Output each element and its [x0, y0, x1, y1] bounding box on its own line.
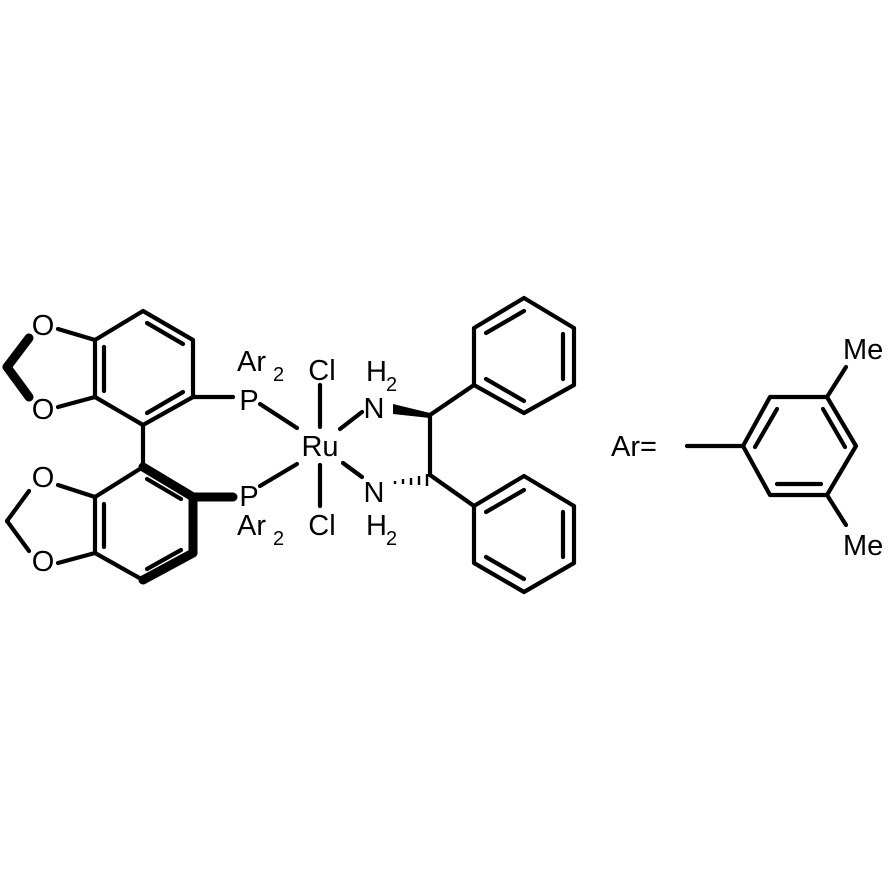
- phosphorus-label-bottom: P: [239, 481, 258, 513]
- phenyl-ring-bottom: [471, 473, 577, 595]
- oxygen-label: O: [32, 546, 55, 578]
- oxygen-label: O: [32, 394, 55, 426]
- methyl-label-bottom: Me: [843, 530, 883, 562]
- c-ph-bond: [427, 472, 477, 509]
- svg-text:2: 2: [386, 528, 397, 550]
- nitrogen-label-bottom: N: [364, 477, 385, 509]
- nitrogen-label-top: N: [364, 393, 385, 425]
- oxygen-label: O: [32, 310, 55, 342]
- svg-text:2: 2: [273, 528, 284, 550]
- svg-text:Ar: Ar: [237, 510, 266, 542]
- p-ru-bond: [257, 461, 300, 489]
- amine-h2-label-bottom: H 2: [366, 510, 397, 550]
- hashed-bond: [393, 474, 429, 486]
- p-ru-bond: [257, 401, 300, 431]
- ru-n-bond: [340, 460, 365, 480]
- svg-text:H: H: [366, 510, 387, 542]
- phenyl-ring-top: [471, 295, 577, 416]
- c-ph-bond: [427, 382, 477, 418]
- ru-n-bond: [337, 409, 365, 432]
- phosphorus-label-top: P: [239, 385, 258, 417]
- aryl-definition: Ar= Me Me: [611, 334, 883, 562]
- chlorine-label-top: Cl: [308, 355, 335, 387]
- oxygen-label: O: [32, 462, 55, 494]
- svg-text:Ar: Ar: [237, 346, 266, 378]
- svg-text:H: H: [366, 356, 387, 388]
- svg-text:2: 2: [386, 374, 397, 396]
- methyl-label-top: Me: [843, 334, 883, 366]
- aryl-label-top: Ar 2: [237, 346, 284, 386]
- ruthenium-label: Ru: [301, 431, 338, 463]
- amine-h2-label-top: H 2: [366, 356, 397, 396]
- aryl-label-bottom: Ar 2: [237, 510, 284, 550]
- lower-benzodioxole-ring: [4, 462, 198, 585]
- ar-definition-label: Ar=: [611, 431, 657, 463]
- svg-text:2: 2: [273, 364, 284, 386]
- wedge-bond: [393, 404, 430, 418]
- chlorine-label-bottom: Cl: [308, 510, 335, 542]
